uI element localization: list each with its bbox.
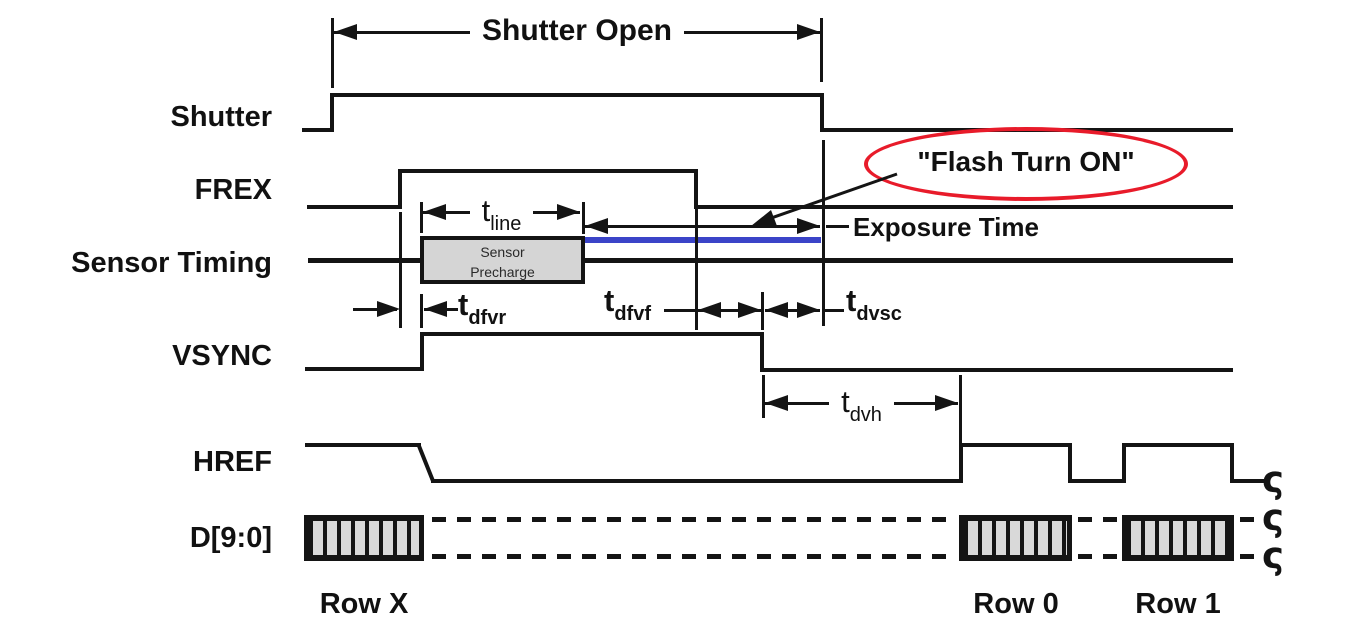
flash-turn-on-label: "Flash Turn ON" (917, 146, 1135, 177)
row-0-label: Row 0 (973, 588, 1059, 620)
arrow-right-icon (797, 218, 820, 234)
row-1-label: Row 1 (1135, 588, 1221, 620)
frex-high-segment (398, 169, 698, 173)
t-line-label: tline (423, 193, 580, 236)
t-dvsc-leader-line (822, 309, 844, 312)
flash-callout-ellipse (864, 127, 1188, 201)
arrow-right-icon (377, 301, 400, 317)
href-fall1-edge (1068, 443, 1072, 483)
t-dfvr-label: tdfvr (458, 287, 507, 329)
href-rise2-edge (1122, 443, 1126, 483)
arrow-left-icon (585, 218, 608, 234)
t-line-right-tick (582, 202, 585, 234)
frex-fall-edge (694, 169, 698, 209)
break-mark-icon: ς (1262, 534, 1284, 577)
t-dfvr-left-line (353, 308, 397, 311)
vsync-fall-guide-tick (761, 292, 764, 330)
t-dvsc-label: tdvsc (846, 283, 902, 325)
href-pulse1-segment (959, 443, 1072, 447)
href-low-mid-segment (431, 479, 963, 483)
exposure-time-label: Exposure Time (853, 212, 1039, 242)
shutter-open-label: Shutter Open (334, 14, 820, 48)
href-rise1-edge (959, 443, 963, 483)
sensor-timing-right-segment (583, 258, 1233, 263)
signal-label-shutter: Shutter (170, 101, 273, 133)
frex-low-right-segment (694, 205, 1233, 209)
sensor-precharge-line1: Sensor (480, 244, 525, 260)
arrow-right-icon (935, 395, 958, 411)
arrow-left-icon (765, 395, 788, 411)
signal-label-sensor-timing: Sensor Timing (71, 247, 272, 279)
shutter-open-left-tick (331, 18, 334, 88)
bus-dashed-top-1 (432, 517, 956, 522)
arrow-left-icon (334, 24, 357, 40)
shutter-open-right-tick (820, 18, 823, 82)
t-dfvr-right-line (424, 308, 458, 311)
shutter-high-segment (330, 93, 824, 97)
t-line-left-tick (420, 202, 423, 233)
signal-label-href: HREF (193, 446, 272, 478)
exposure-leader-line (826, 225, 849, 228)
vsync-rise-edge (420, 332, 424, 371)
exposure-dim-line (585, 225, 820, 228)
vsync-low-right-segment (760, 368, 1233, 372)
arrow-left-icon (423, 204, 446, 220)
sensor-precharge-line2: Precharge (470, 264, 535, 281)
arrow-left-icon (698, 302, 721, 318)
break-mark-icon: ς (1262, 496, 1284, 539)
href-slant-edge (417, 445, 435, 482)
break-mark-icon: ς (1262, 458, 1284, 501)
signal-label-d90: D[9:0] (189, 522, 272, 554)
shutter-fall-guide-tick (822, 140, 825, 326)
frex-rise-guide-tick (399, 212, 402, 328)
data-box-row-x (304, 515, 424, 561)
flash-pointer-arrowhead-icon (751, 210, 777, 226)
exposure-bar (585, 237, 821, 243)
bus-dashed-bottom-1 (432, 554, 956, 559)
bus-dashed-top-3 (1240, 517, 1264, 522)
arrow-left-icon (765, 302, 788, 318)
arrow-right-icon (738, 302, 761, 318)
bus-dashed-top-2 (1078, 517, 1120, 522)
signal-label-frex: FREX (194, 174, 272, 206)
arrow-right-icon (797, 302, 820, 318)
t-dvh-left-tick (762, 375, 765, 418)
signal-label-vsync: VSYNC (172, 340, 272, 372)
data-box-row-0 (959, 515, 1072, 561)
flash-pointer-line (756, 172, 898, 225)
bus-dashed-bottom-3 (1240, 554, 1264, 559)
frex-fall-guide-tick (695, 209, 698, 330)
vsync-fall-edge (760, 332, 764, 372)
href-high-left-segment (305, 443, 421, 447)
href-low-right-segment (1230, 479, 1266, 483)
href-low-between-segment (1068, 479, 1126, 483)
vsync-rise-guide-tick (420, 294, 423, 328)
arrow-right-icon (797, 24, 820, 40)
href-pulse2-segment (1122, 443, 1234, 447)
vsync-high-segment (420, 332, 764, 336)
shutter-low-left-segment (302, 128, 334, 132)
vsync-low-left-segment (305, 367, 424, 371)
t-dfvf-label: tdfvf (604, 283, 651, 325)
t-dfvf-leader-line (664, 309, 700, 312)
t-dvsc-dim-line (765, 309, 820, 312)
shutter-fall-edge (820, 93, 824, 132)
frex-low-left-segment (307, 205, 402, 209)
frex-rise-edge (398, 169, 402, 209)
sensor-timing-left-segment (308, 258, 422, 263)
data-box-row-1 (1122, 515, 1234, 561)
row-x-label: Row X (319, 588, 409, 620)
shutter-rise-edge (330, 93, 334, 132)
t-dvh-right-tick (959, 375, 962, 443)
arrow-right-icon (557, 204, 580, 220)
bus-dashed-bottom-2 (1078, 554, 1120, 559)
sensor-precharge-box: Sensor Precharge (420, 236, 585, 284)
t-dfvf-dim-line (698, 309, 761, 312)
href-fall2-edge (1230, 443, 1234, 483)
t-dvh-label: tdvh (765, 384, 958, 427)
